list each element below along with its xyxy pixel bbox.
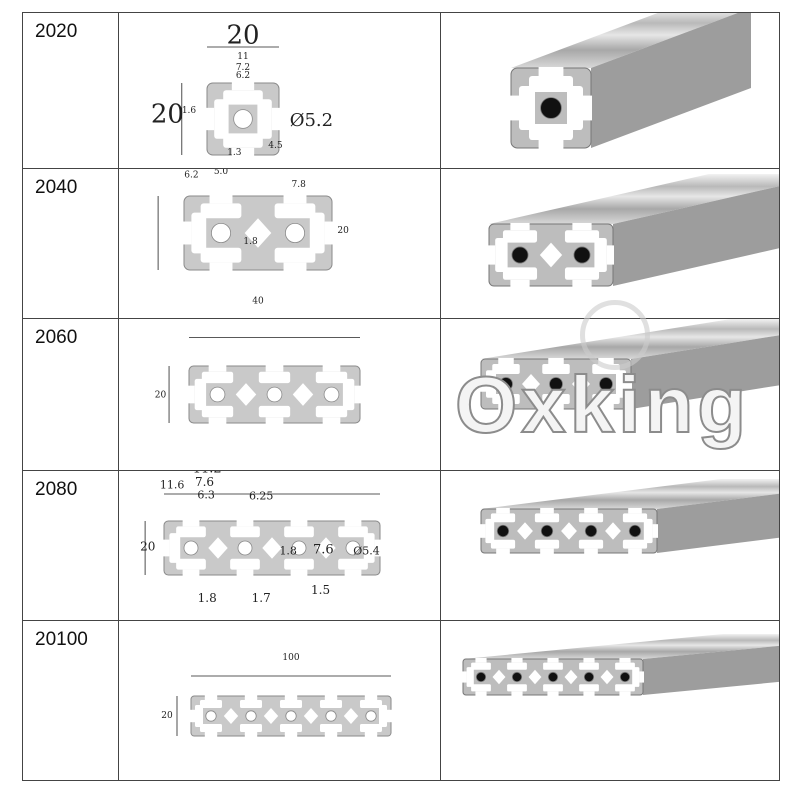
dimension-label: Ø5.2 [290,110,333,131]
model-cell: 2060 [21,318,120,471]
extrusion-side-face [590,13,751,148]
dimension-label: 6.25 [249,489,274,502]
extrusion-side-face [630,335,779,409]
product-photo-cell [439,318,781,471]
dimension-label: Ø5.4 [354,544,381,557]
product-photo-cell [439,12,781,169]
dimension-label: 1.8 [244,237,259,247]
model-cell: 2020 [21,12,120,169]
profile-cross-section [206,82,281,156]
dimension-label: 20 [338,226,350,236]
dimension-label: 20 [155,390,167,400]
dimension-label: 20 [162,711,174,721]
dimension-label: 6.3 [198,488,216,501]
profile-row: 208011.27.66.311.66.25201.87.6Ø5.41.81.7… [21,470,781,621]
profile-cross-section [509,67,592,149]
profile-row: 2040 6.2 5.0 7.8 20 1.8 40 [21,168,781,319]
extrusion-top-face [480,319,779,359]
product-photo [479,479,779,554]
profile-row: 20100 100 20 [21,620,781,781]
dimension-label: 20 [227,20,260,50]
dimension-label: 1.7 [252,591,271,605]
model-label: 2080 [35,479,78,500]
dimension-label: 6.2 [185,171,199,181]
extrusion-top-face [480,479,779,509]
technical-drawing-cell: 11.27.66.311.66.25201.87.6Ø5.41.81.71.58… [118,470,441,621]
model-cell: 2080 [21,470,120,621]
technical-drawing-cell: 100 20 [118,620,441,781]
extrusion-top-face [462,634,779,659]
dimension-label: 1.6 [182,106,197,116]
profile-cross-section [188,365,362,424]
model-cell: 20100 [21,620,120,781]
dimension-label: 7.8 [292,180,307,190]
model-label: 20100 [35,629,88,650]
extrusion-side-face [656,493,779,553]
product-photo [479,319,779,410]
dimension-label: 20 [141,540,156,554]
extrusion-top-face [488,174,779,224]
profile-cross-section [479,358,632,410]
dimension-label: 20 [151,100,184,130]
model-label: 2040 [35,177,78,198]
model-label: 2060 [35,327,78,348]
product-photo-cell [439,620,781,781]
dimension-label: 11.2 [193,471,222,476]
dimension-label: 11 [238,52,249,62]
profile-cross-section [487,223,614,287]
extrusion-side-face [612,186,779,286]
dimension-label: 5.0 [214,169,229,177]
dimension-label: 7.6 [313,542,334,557]
profile-cross-section [190,695,393,737]
dimension-label: 100 [283,653,300,663]
technical-drawing: 6.2 5.0 7.8 20 1.8 40 [158,169,350,306]
profile-cross-section [163,520,382,576]
model-cell: 2040 [21,168,120,319]
dimension-label: 7.6 [195,475,214,489]
dimension-label: 1.8 [280,544,298,557]
technical-drawing-cell: 6.2 5.0 7.8 20 1.8 40 [118,168,441,319]
dimension-label: 40 [253,296,265,306]
product-photo-cell [439,168,781,319]
dimension-label: 11.6 [160,479,185,492]
profile-cross-section [479,508,658,554]
product-photo [487,174,779,287]
product-photo [461,634,779,696]
dimension-label: 1.8 [198,591,217,605]
model-label: 2020 [35,21,78,42]
dimension-label: 6.2 [236,71,250,81]
profile-cross-section [183,195,334,271]
extrusion-top-face [510,13,737,68]
dimension-label: 1.5 [312,583,331,597]
technical-drawing: 100 20 [162,653,393,737]
dimension-label: 1.3 [228,148,243,158]
product-photo [509,13,751,149]
dimension-label: 7.2 [236,63,250,73]
technical-drawing: 11.27.66.311.66.25201.87.6Ø5.41.81.71.58… [141,471,382,605]
extrusion-side-face [642,645,779,695]
dimension-label: 4.5 [269,141,284,151]
product-photo-cell [439,470,781,621]
profile-cross-section [461,658,644,696]
